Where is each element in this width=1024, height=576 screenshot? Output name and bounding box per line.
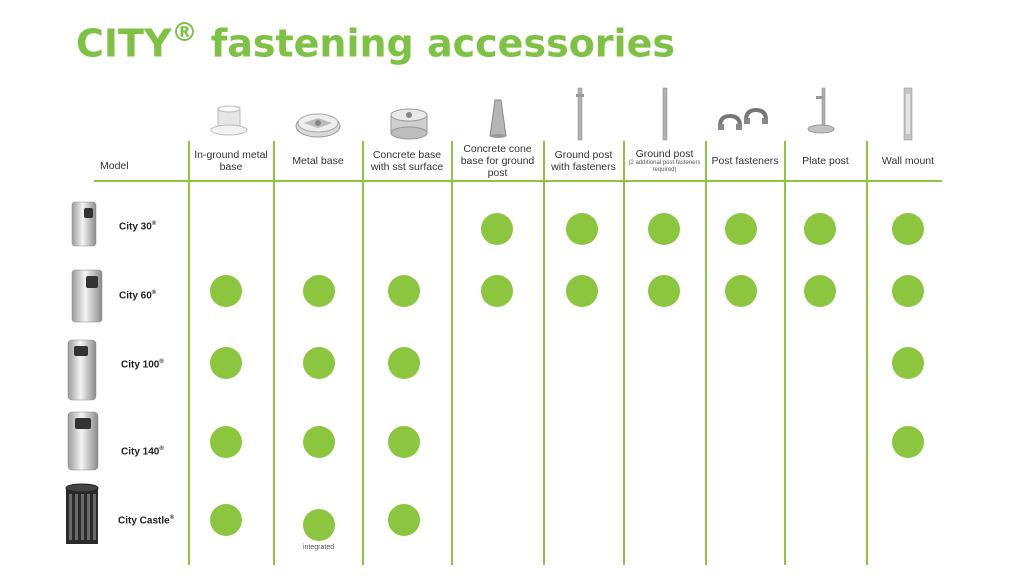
column-header-plate-post: Plate post xyxy=(802,155,849,167)
compat-dot xyxy=(648,275,680,307)
column-header-note: (2 additional post fasteners required) xyxy=(628,160,701,173)
compat-dot xyxy=(725,213,757,245)
compat-dot xyxy=(804,213,836,245)
wall-mount-icon xyxy=(903,87,913,141)
compat-dot xyxy=(303,426,335,458)
compat-dot xyxy=(210,347,242,379)
post-fasteners-icon xyxy=(718,107,768,130)
grid-line xyxy=(451,141,453,565)
page-title: CITY® fastening accessories xyxy=(76,18,675,66)
column-header-metal-base: Metal base xyxy=(292,155,344,167)
city-30-bin-image xyxy=(71,201,97,247)
column-header-post-fasteners: Post fasteners xyxy=(711,155,779,167)
ground-post-icon xyxy=(576,87,584,141)
integrated-note: integrated xyxy=(303,544,335,551)
compat-dot xyxy=(648,213,680,245)
compat-dot xyxy=(388,504,420,536)
compat-dot xyxy=(481,275,513,307)
compat-dot xyxy=(892,426,924,458)
metal-base-icon xyxy=(295,113,341,138)
grid-line xyxy=(623,141,625,565)
model-column-header: Model xyxy=(100,160,129,172)
concrete-cone-icon xyxy=(489,99,507,138)
grid-line xyxy=(784,141,786,565)
compat-dot xyxy=(566,275,598,307)
row-label-city-140: City 140® xyxy=(121,446,164,458)
compat-dot xyxy=(303,275,335,307)
row-label-city-castle: City Castle® xyxy=(118,515,175,527)
compat-dot xyxy=(210,504,242,536)
city-100-bin-image xyxy=(67,339,97,401)
column-header-ground-post-with-fasteners: Ground post with fasteners xyxy=(551,149,616,173)
column-header-concrete-base: Concrete base with sst surface xyxy=(370,149,444,173)
plate-post-icon xyxy=(807,87,835,134)
column-header-wall-mount: Wall mount xyxy=(881,155,935,167)
compat-dot xyxy=(388,347,420,379)
compat-dot xyxy=(210,426,242,458)
compat-dot xyxy=(481,213,513,245)
grid-line xyxy=(273,141,275,565)
compat-dot xyxy=(804,275,836,307)
city-castle-bin-image xyxy=(65,483,99,544)
column-header-concrete-cone-base: Concrete cone base for ground post xyxy=(460,143,535,179)
column-header-in-ground-metal-base: In-ground metal base xyxy=(194,149,268,173)
compat-dot xyxy=(892,347,924,379)
row-label-city-30: City 30® xyxy=(119,221,157,233)
row-label-city-60: City 60® xyxy=(119,290,157,302)
compat-dot xyxy=(303,509,335,541)
compat-dot xyxy=(892,213,924,245)
row-label-city-100: City 100® xyxy=(121,359,164,371)
grid-line xyxy=(188,141,190,565)
compat-dot xyxy=(892,275,924,307)
compat-dot xyxy=(210,275,242,307)
concrete-base-icon xyxy=(390,108,428,140)
compat-dot xyxy=(388,426,420,458)
city-140-bin-image xyxy=(67,411,99,471)
city-60-bin-image xyxy=(71,269,103,323)
compat-dot xyxy=(725,275,757,307)
in-ground-metal-base-icon xyxy=(210,105,248,136)
grid-line xyxy=(705,141,707,565)
header-divider xyxy=(94,180,942,182)
grid-line xyxy=(362,141,364,565)
compat-dot xyxy=(303,347,335,379)
grid-line xyxy=(543,141,545,565)
compat-dot xyxy=(566,213,598,245)
compat-dot xyxy=(388,275,420,307)
ground-post-plain-icon xyxy=(662,87,668,141)
grid-line xyxy=(866,141,868,565)
column-header-ground-post: Ground post(2 additional post fasteners … xyxy=(625,143,704,179)
